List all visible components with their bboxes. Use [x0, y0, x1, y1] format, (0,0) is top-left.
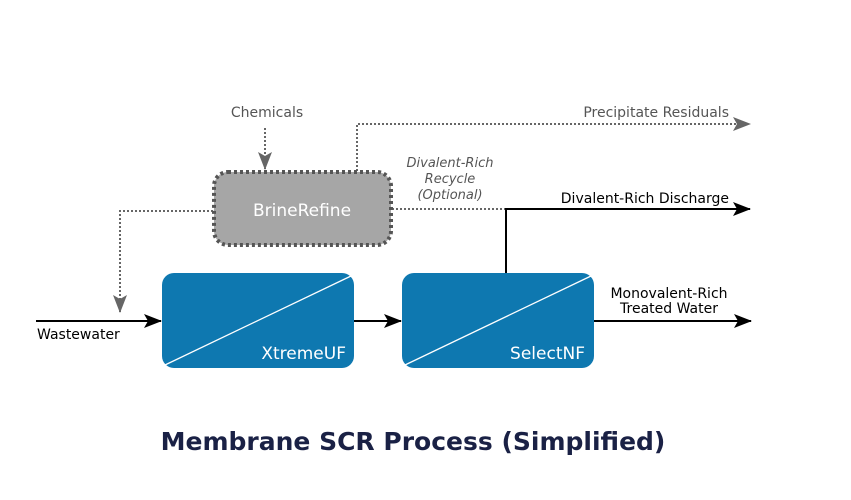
chemicals-label: Chemicals [231, 105, 303, 121]
membrane-diagonal [164, 275, 352, 366]
membrane-diagonal [404, 275, 592, 366]
selectnf-label: SelectNF [510, 344, 585, 364]
brine-return-line [113, 210, 213, 313]
treated-label-line1: Monovalent-Rich [610, 286, 727, 302]
xtremeuf-label: XtremeUF [261, 344, 346, 364]
xtremeuf-unit[interactable]: XtremeUF [162, 273, 354, 368]
selectnf-unit[interactable]: SelectNF [402, 273, 594, 368]
recycle-label-line2: Recycle [425, 172, 476, 187]
discharge-stream-line [505, 202, 751, 273]
precipitate-label: Precipitate Residuals [583, 105, 729, 121]
recycle-label-line3: (Optional) [417, 188, 482, 203]
brinerefine-unit[interactable]: BrineRefine [212, 170, 393, 247]
recycle-label-line1: Divalent-Rich [407, 156, 494, 171]
wastewater-label: Wastewater [37, 327, 120, 343]
precipitate-stream-line [356, 117, 751, 171]
discharge-label: Divalent-Rich Discharge [561, 191, 729, 207]
page-title: Membrane SCR Process (Simplified) [161, 427, 666, 456]
brinerefine-label: BrineRefine [253, 201, 351, 221]
treated-label-line2: Treated Water [619, 301, 718, 317]
